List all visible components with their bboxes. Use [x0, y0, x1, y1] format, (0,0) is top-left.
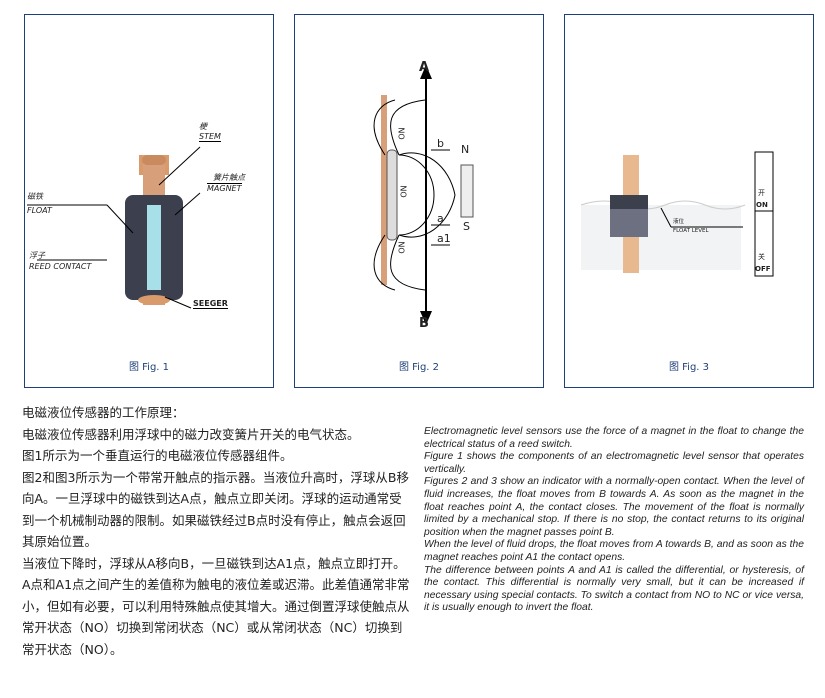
chinese-paragraph: 电磁液位传感器利用浮球中的磁力改变簧片开关的电气状态。 — [22, 426, 360, 442]
float-label-zh: 磁铁 — [27, 192, 43, 201]
no-label-top: NO — [396, 127, 406, 140]
no-label-middle: NO — [398, 185, 408, 198]
chinese-paragraph: 图1所示为一个垂直运行的电磁液位传感器组件。 — [22, 448, 293, 463]
english-paragraph: The difference between points A and A1 i… — [424, 564, 804, 614]
point-b-small-label: b — [437, 137, 444, 150]
english-paragraph: When the level of fluid drops, the float… — [424, 539, 804, 563]
chinese-paragraph: 当液位下降时，浮球从A移向B，一旦磁铁到达A1点，触点立即打开。 — [22, 555, 406, 571]
point-a-small-label: a — [437, 212, 444, 225]
north-pole-label: N — [461, 143, 470, 156]
figure-3-panel: 液位 FLOAT LEVEL 开 ON 关 OFF 图 Fig. 3 — [564, 14, 814, 388]
float-level-illustration — [580, 151, 774, 277]
chinese-heading: 电磁液位传感器的工作原理： — [22, 405, 185, 420]
point-a1-label: a1 — [437, 232, 451, 245]
off-label: OFF — [755, 265, 771, 273]
stem-label: STEM — [199, 132, 221, 142]
figure-3-caption: 图 Fig. 3 — [668, 362, 710, 373]
point-a-label: A — [419, 60, 430, 75]
english-paragraph: Electromagnetic level sensors use the fo… — [424, 426, 804, 450]
south-pole-label: S — [463, 220, 470, 233]
no-label-bottom: NO — [396, 241, 406, 254]
point-b-label: B — [419, 316, 429, 331]
figure-1-panel: 梗 STEM 簧片触点 MAGNET 磁铁 FLOAT 浮子 REED CONT… — [24, 14, 274, 388]
english-description: Electromagnetic level sensors use the fo… — [424, 426, 804, 615]
on-label-zh: 开 — [758, 189, 765, 197]
float-sensor-illustration — [27, 146, 201, 309]
reed-contact-label-zh: 浮子 — [29, 251, 45, 260]
chinese-paragraph: A点和A1点之间产生的差值称为触电的液位差或迟滞。此差值通常非常小，但如有必要，… — [22, 577, 410, 657]
on-label: ON — [756, 201, 768, 209]
seeger-label: SEEGER — [193, 299, 228, 309]
float-level-label-zh: 液位 — [673, 219, 685, 225]
figure-2-panel: A B N S NO NO NO b a a1 图 Fig. 2 — [294, 14, 544, 388]
figure-1-caption: 图 Fig. 1 — [128, 362, 170, 373]
figure-2-caption: 图 Fig. 2 — [398, 362, 440, 373]
chinese-description: 电磁液位传感器的工作原理： 电磁液位传感器利用浮球中的磁力改变簧片开关的电气状态… — [22, 402, 414, 660]
float-label: FLOAT — [27, 206, 52, 215]
magnet-label: MAGNET — [207, 183, 242, 193]
chinese-paragraph: 图2和图3所示为一个带常开触点的指示器。当液位升高时，浮球从B移向A。一旦浮球中… — [22, 469, 409, 550]
stem-label-zh: 梗 — [199, 122, 207, 131]
off-label-zh: 关 — [758, 253, 765, 261]
float-level-label: FLOAT LEVEL — [673, 228, 709, 234]
reed-contact-label: REED CONTACT — [29, 262, 92, 271]
english-paragraph: Figures 2 and 3 show an indicator with a… — [424, 476, 804, 538]
reed-switch-diagram — [373, 65, 474, 325]
english-paragraph: Figure 1 shows the components of an elec… — [424, 451, 804, 475]
magnet-label-zh: 簧片触点 — [213, 173, 245, 182]
